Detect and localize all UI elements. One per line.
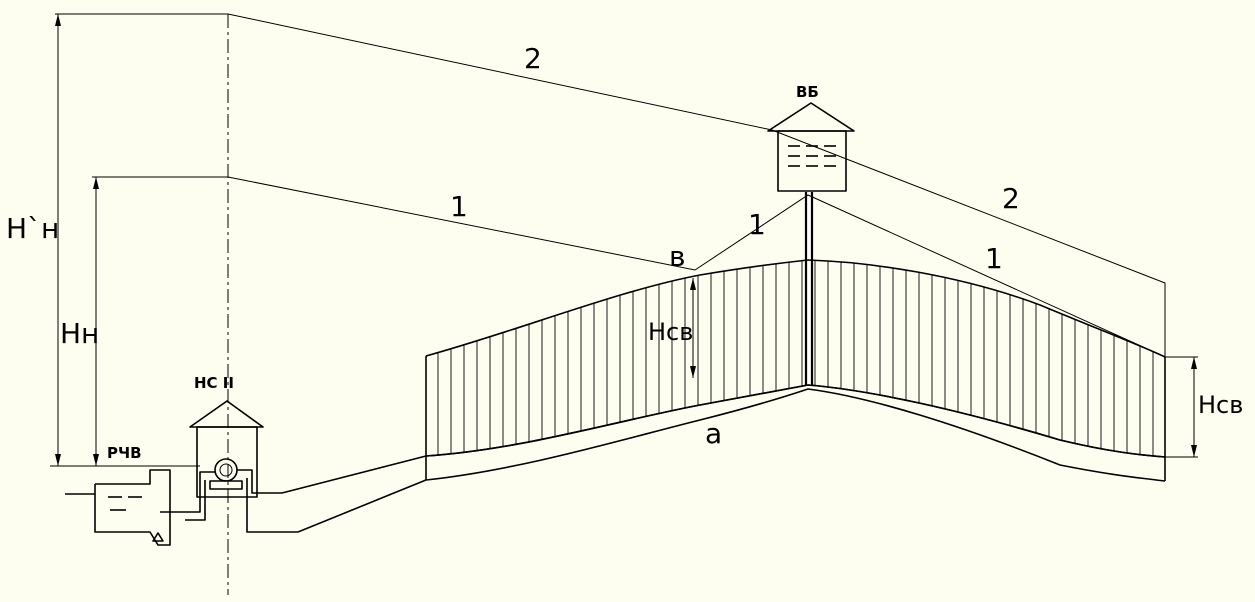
head-pump-label: Hн [60, 317, 99, 350]
pipe-profile-bottom [297, 388, 1166, 533]
reservoir-body [94, 469, 171, 546]
pump-station-building [196, 426, 258, 498]
line-2-right-label: 2 [1002, 182, 1020, 215]
pump-station-label: НС II [194, 374, 234, 392]
tower-water-marks [788, 145, 836, 167]
tower-tank [777, 130, 847, 192]
free-head-end-label: Hсв [1198, 391, 1243, 419]
discharge-pipe [237, 469, 282, 494]
suction-pipe [160, 471, 215, 513]
line-1-tower-label: 1 [748, 208, 766, 241]
free-head-b-label: Hсв [648, 318, 693, 346]
pump-icon-inner [219, 463, 233, 477]
piezometric-line-1 [227, 176, 1166, 358]
pump-base [209, 480, 243, 490]
suction-pipe-outer [185, 480, 206, 521]
head-total-arrow-top [55, 14, 61, 26]
pump-station-roof [189, 400, 264, 428]
building-band-bottom [425, 384, 1166, 458]
pump-icon [214, 458, 238, 482]
point-a-label: а [705, 417, 722, 450]
free-head-b-arrow-bottom [690, 366, 696, 378]
reservoir-label: РЧВ [107, 444, 142, 462]
building-band-top [425, 259, 1166, 358]
head-pump-arrow-top [93, 177, 99, 189]
line-1-left-label: 1 [450, 190, 468, 223]
free-head-b-arrow-top [690, 278, 696, 290]
discharge-pipe-outer [246, 478, 298, 533]
piezometric-line-2 [227, 13, 1166, 357]
building-band-hatching [437, 260, 1154, 456]
point-b-label: в [669, 240, 686, 273]
line-2-left-label: 2 [524, 42, 542, 75]
free-head-end-arrow-bottom [1191, 445, 1197, 457]
reservoir-valve-icon [152, 532, 164, 542]
line-1-right-label: 1 [985, 242, 1003, 275]
head-pump-arrow-bottom [93, 454, 99, 466]
tower-roof [767, 102, 855, 132]
head-total-arrow-bottom [55, 454, 61, 466]
tower-label: ВБ [796, 83, 819, 101]
head-total-label: H`н [6, 212, 59, 245]
free-head-end-arrow-top [1191, 357, 1197, 369]
